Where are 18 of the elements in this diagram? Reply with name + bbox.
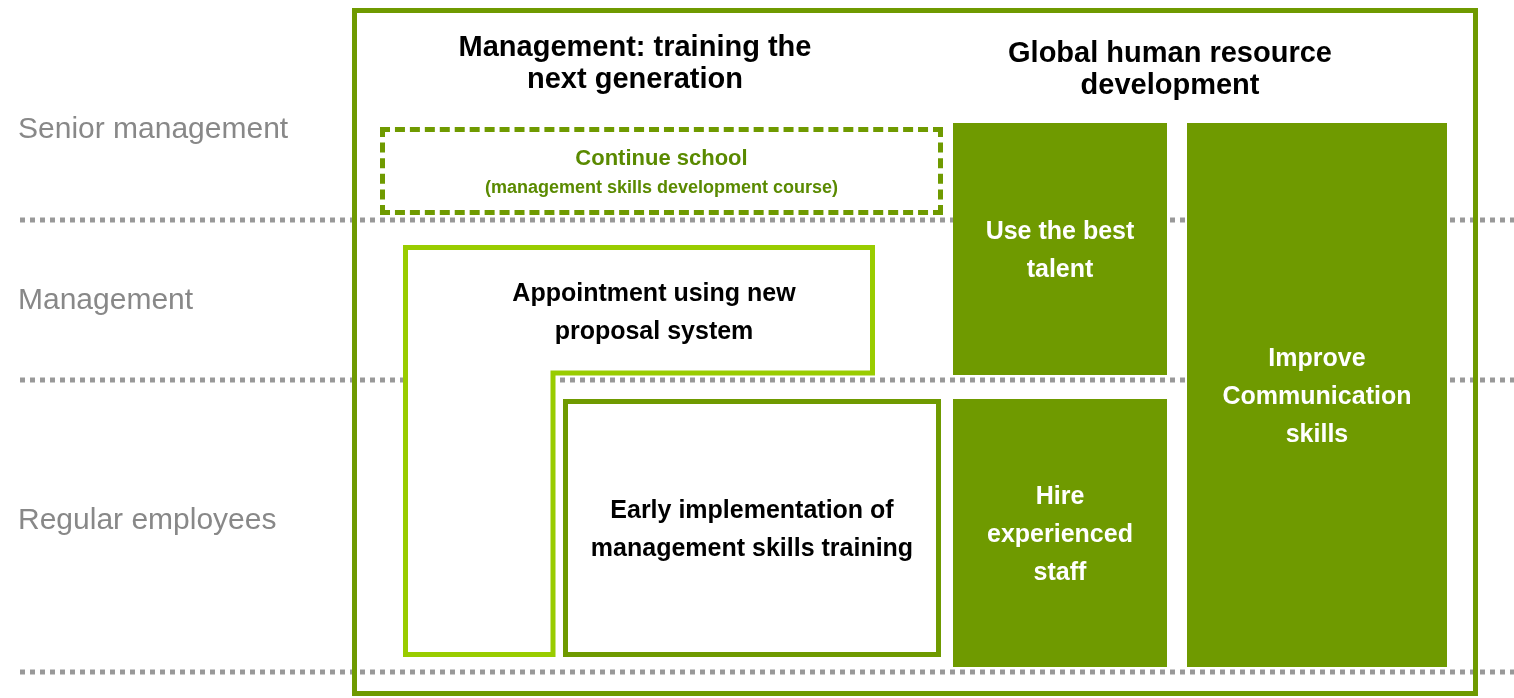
box-text: Appointment using new proposal system	[511, 276, 797, 346]
heading: Global human resource development	[1007, 36, 1333, 100]
box-title: Continue school	[575, 144, 748, 171]
dashed-box	[380, 127, 943, 215]
filled-box	[1187, 123, 1447, 667]
filled-box	[953, 399, 1167, 667]
filled-box	[953, 123, 1167, 375]
box-text: Use the best talent	[984, 215, 1136, 284]
row-label: Senior management	[18, 112, 290, 144]
box-text: Hire experienced staff	[986, 480, 1134, 587]
box-text: Improve Communication skills	[1221, 342, 1413, 449]
box-subtitle: (management skills development course)	[484, 176, 839, 198]
row-label: Management	[18, 283, 195, 315]
outlined-box	[563, 399, 941, 657]
row-label: Regular employees	[18, 503, 278, 535]
heading: Management: training the next generation	[457, 30, 813, 94]
box-text: Early implementation of management skills training	[589, 494, 915, 563]
frame-box	[352, 8, 1478, 696]
